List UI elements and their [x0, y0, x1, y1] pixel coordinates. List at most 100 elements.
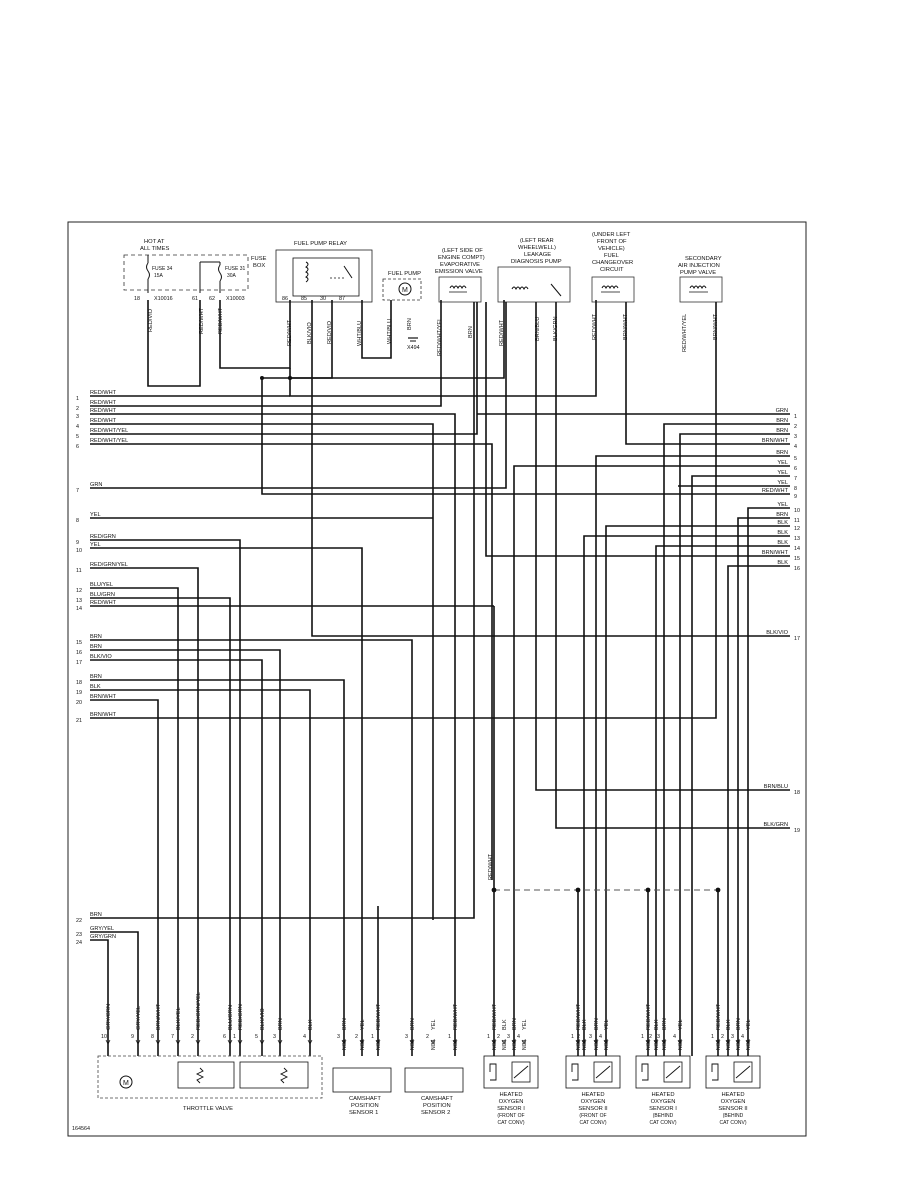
bottom-wire-label: RED/WHT: [492, 1003, 498, 1030]
nca-label: NCA: [576, 1039, 582, 1050]
o2-sensor-name: SENSOR II: [718, 1106, 748, 1112]
nca-label: NCA: [410, 1039, 416, 1050]
right-pin-number: 2: [794, 424, 797, 430]
bottom-wire-label: RED/WHT: [376, 1003, 382, 1030]
bottom-wire-label: RED/WHT: [453, 1003, 459, 1030]
bottom-pin-number: 3: [273, 1034, 276, 1040]
left-pin-number: 20: [76, 700, 82, 706]
ldp-wire-1: RED/WHT: [499, 319, 505, 346]
nca-label: NCA: [746, 1039, 752, 1050]
bottom-pin-number: 2: [649, 1034, 652, 1040]
wires: [90, 300, 790, 1056]
bottom-pin-number: 2: [426, 1034, 429, 1040]
relay-pin-85: 85: [301, 296, 307, 302]
right-pin-wire-label: YEL: [777, 480, 788, 486]
cam2-name-2: POSITION: [423, 1103, 451, 1109]
bottom-wire-label: BLK: [308, 1019, 314, 1030]
camshaft-sensor-2: CAMSHAFT POSITION SENSOR 2: [404, 1067, 464, 1116]
relay-wire-87: WHT/BLU: [357, 321, 363, 346]
bottom-pin-number: 2: [355, 1034, 358, 1040]
nca-label: NCA: [726, 1039, 732, 1050]
bottom-wire-label: RED/WHT: [646, 1003, 652, 1030]
fuel-pump-wire-1: WHT/BLU: [387, 319, 393, 344]
left-pin-wire-label: BLK: [90, 684, 101, 690]
right-pin-number: 4: [794, 444, 797, 450]
fuel-pump-wire-2: BRN: [407, 318, 413, 330]
right-pin-number: 18: [794, 790, 800, 796]
o2-sensor-name: HEATED: [651, 1092, 674, 1098]
bottom-pin-number: 7: [171, 1034, 174, 1040]
relay-title: FUEL PUMP RELAY: [294, 241, 347, 247]
bottom-pin-number: 2: [721, 1034, 724, 1040]
right-pin-number: 3: [794, 434, 797, 440]
left-pin-number: 14: [76, 606, 82, 612]
left-pin-number: 23: [76, 932, 82, 938]
right-pin-wire-label: BRN: [776, 418, 788, 424]
sai-wire-1: RED/WHT/YEL: [682, 314, 688, 352]
nca-label: NCA: [604, 1039, 610, 1050]
right-pin-wire-label: YEL: [777, 502, 788, 508]
left-pin-number: 24: [76, 940, 82, 946]
bottom-pin-number: 1: [448, 1034, 451, 1040]
fcc-label-4: FUEL: [604, 253, 620, 259]
right-pin-number: 19: [794, 828, 800, 834]
bottom-pin-number: 1: [711, 1034, 714, 1040]
left-pin-number: 1: [76, 396, 79, 402]
bottom-wire-label: BLK: [502, 1019, 508, 1030]
left-pin-wire-label: YEL: [90, 542, 101, 548]
bottom-pin-number: 1: [641, 1034, 644, 1040]
left-pin-wire-label: BRN: [90, 644, 102, 650]
left-pin-wire-label: RED/GRN/YEL: [90, 562, 128, 568]
left-pin-wire-label: RED/WHT: [90, 418, 117, 424]
bottom-pin-number: 9: [131, 1034, 134, 1040]
right-pin-number: 12: [794, 526, 800, 532]
bottom-pin-number: 3: [657, 1034, 660, 1040]
bottom-wire-label: BRN: [410, 1018, 416, 1030]
bottom-wire-label: BLK: [726, 1019, 732, 1030]
right-pin-number: 17: [794, 636, 800, 642]
ldp-label-2: WHEELWELL): [518, 245, 556, 251]
right-pin-wire-label: BLK: [777, 530, 788, 536]
left-pin-number: 2: [76, 406, 79, 412]
bottom-wire-label: BLK/VIO: [260, 1008, 266, 1030]
right-pin-labels: GRN1BRN2BRN3BRN/WHT4BRN5YEL6YEL7YEL8RED/…: [762, 408, 800, 834]
bottom-pin-number: 1: [571, 1034, 574, 1040]
fuse-box-label-1: FUSE: [251, 256, 267, 262]
right-pin-number: 7: [794, 476, 797, 482]
bottom-pin-number: 10: [101, 1034, 107, 1040]
o2-sensor-name: (FRONT OF: [497, 1113, 524, 1119]
bottom-wire-label: YEL: [604, 1019, 610, 1030]
bottom-pin-number: 2: [497, 1034, 500, 1040]
left-pin-wire-label: BRN: [90, 912, 102, 918]
nca-label: NCA: [594, 1039, 600, 1050]
bottom-pin-number: 3: [405, 1034, 408, 1040]
o2-sensor-name: SENSOR I: [497, 1106, 525, 1112]
left-pin-number: 9: [76, 540, 79, 546]
fuel-changeover-circuit: (UNDER LEFT FRONT OF VEHICLE) FUEL CHANG…: [591, 232, 635, 340]
right-pin-wire-label: BRN: [776, 512, 788, 518]
left-pin-number: 10: [76, 548, 82, 554]
nca-label: NCA: [502, 1039, 508, 1050]
left-pin-wire-label: RED/WHT: [90, 408, 117, 414]
camshaft-sensor-1: CAMSHAFT POSITION SENSOR 1: [332, 1067, 392, 1116]
left-pin-number: 17: [76, 660, 82, 666]
relay-wire-30: RED/VIO: [327, 320, 333, 344]
fuel-pump: FUEL PUMP M WHT/BLU BRN X494: [382, 271, 422, 351]
ldp-wire-2: BRN/BLU: [535, 317, 541, 341]
left-pin-wire-label: BRN: [90, 634, 102, 640]
evap-label-4: EMISSION VALVE: [435, 269, 483, 275]
fuse-box: HOT AT ALL TIMES FUSE BOX FUSE 34 15A 18…: [123, 239, 267, 334]
throttle-valve-name: THROTTLE VALVE: [183, 1106, 233, 1112]
fuse31-wire: RED/WHT: [218, 307, 224, 334]
right-pin-number: 8: [794, 486, 797, 492]
bottom-wire-label: BRN: [736, 1018, 742, 1030]
right-pin-number: 9: [794, 494, 797, 500]
bottom-pin-number: 3: [731, 1034, 734, 1040]
relay-pin-86: 86: [282, 296, 288, 302]
left-pin-wire-label: RED/WHT: [90, 390, 117, 396]
left-pin-wire-label: RED/WHT/YEL: [90, 428, 128, 434]
cam1-name-3: SENSOR 1: [349, 1110, 378, 1116]
right-pin-number: 16: [794, 566, 800, 572]
